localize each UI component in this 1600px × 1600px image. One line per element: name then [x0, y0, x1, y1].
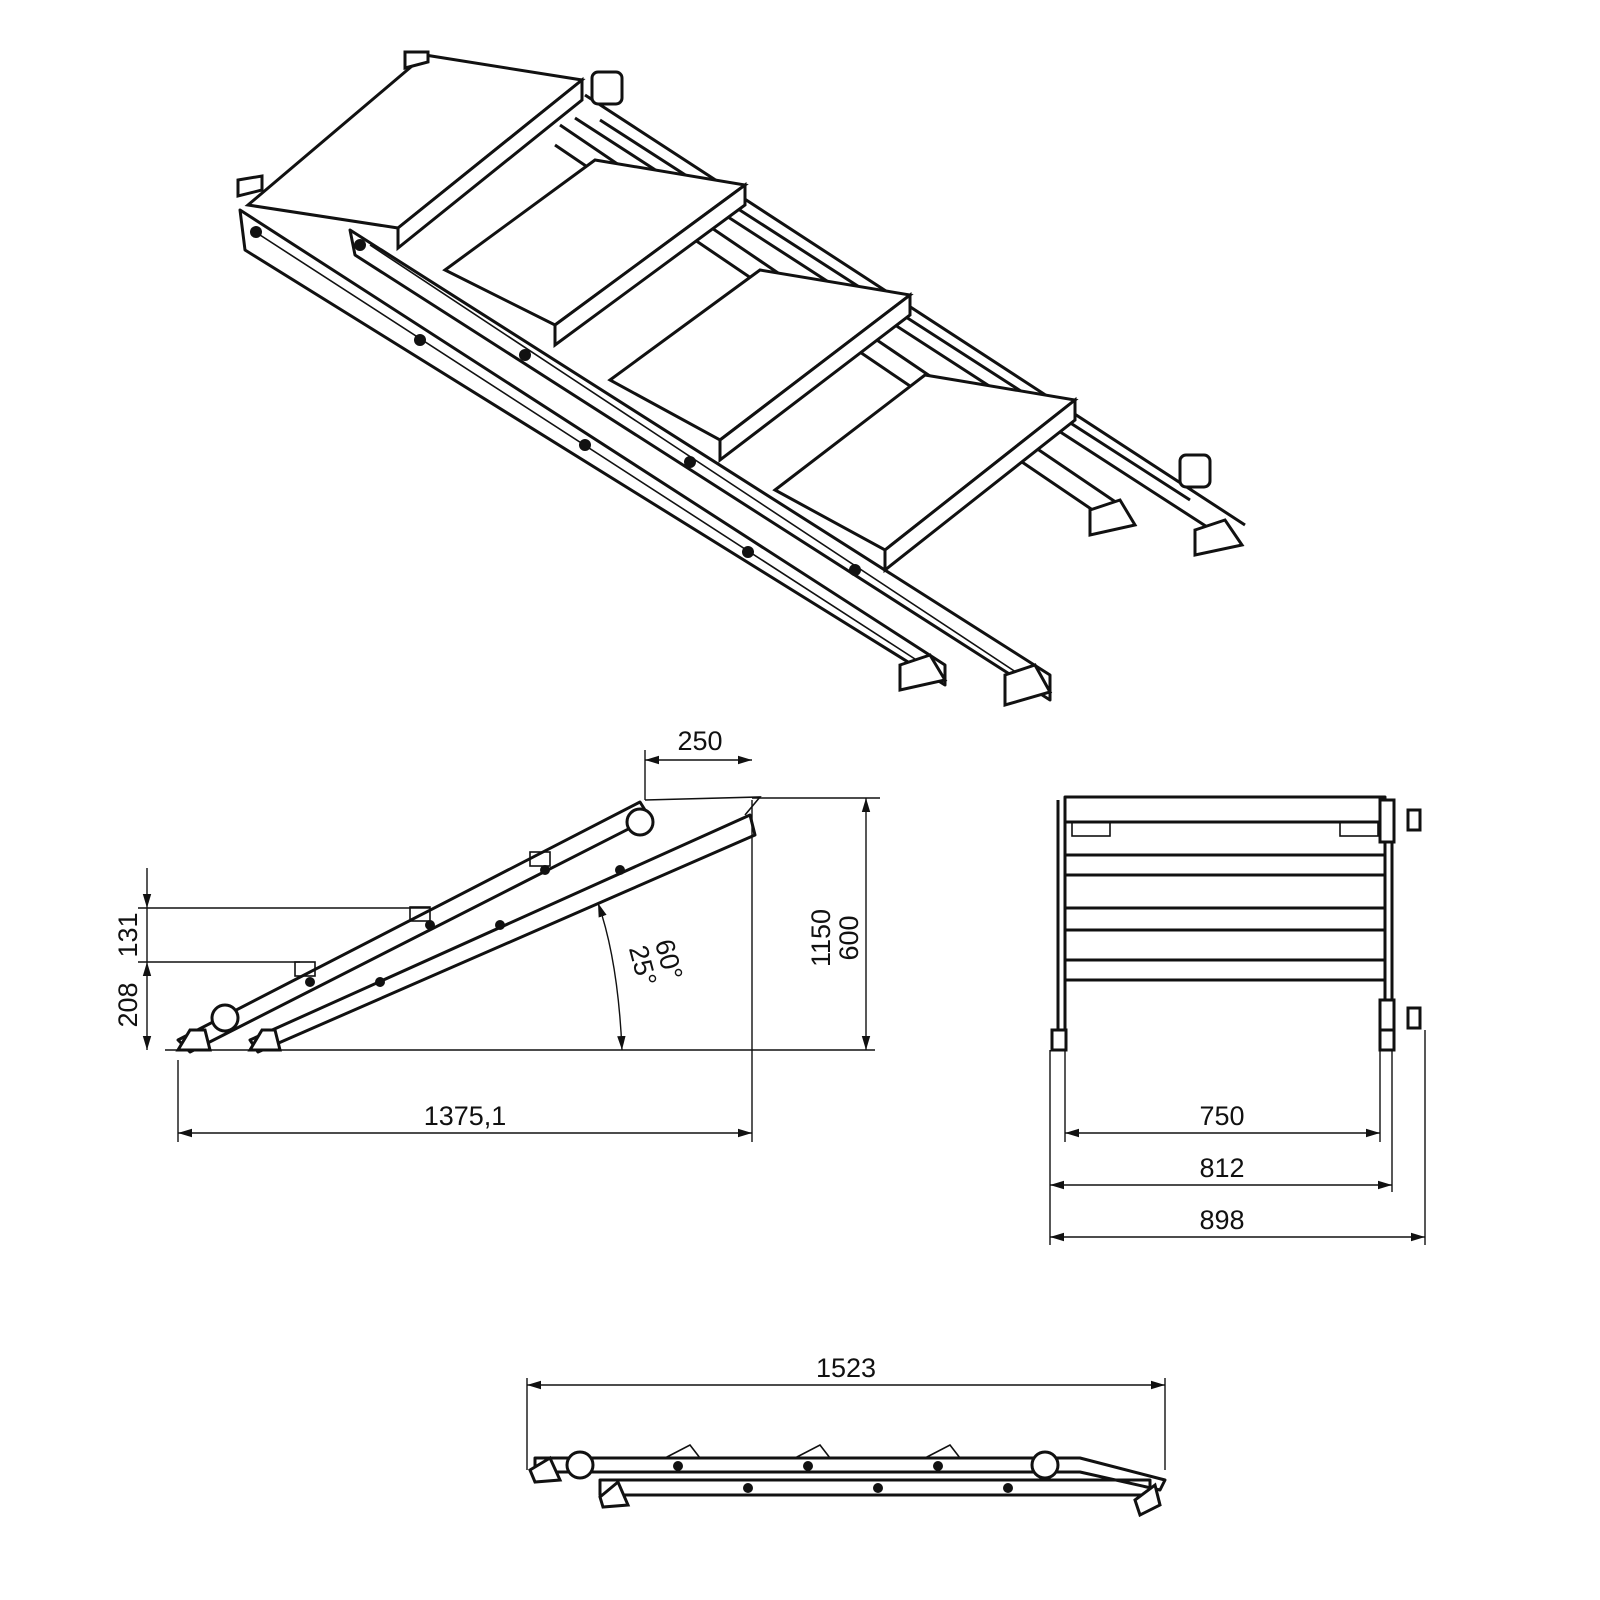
dim-frame-width: 812: [1199, 1153, 1244, 1183]
clamp-knob: [1406, 1006, 1422, 1030]
dim-min-height: 600: [834, 915, 864, 960]
foot: [175, 1028, 212, 1052]
foot: [1133, 1482, 1162, 1518]
foot: [598, 1479, 631, 1509]
clamp-knob: [565, 1450, 595, 1480]
side-rail-upper: [176, 800, 652, 1054]
foot: [1088, 498, 1138, 537]
bolts: [250, 226, 861, 576]
clamp-knob: [590, 70, 624, 106]
dim-inner-width: 750: [1199, 1101, 1244, 1131]
dim-max-height: 1150: [806, 909, 836, 967]
clamp-knob: [1178, 453, 1212, 489]
foot: [1003, 663, 1053, 707]
foot: [1193, 518, 1245, 557]
clamp: [1378, 798, 1396, 844]
front-stringer-inner: [348, 228, 1052, 702]
front-stringer-outer: [238, 208, 947, 687]
dim-folded-length: 1523: [816, 1353, 876, 1383]
dim-overall-width: 898: [1199, 1205, 1244, 1235]
clamp-knob: [1030, 1450, 1060, 1480]
foot: [528, 1455, 563, 1484]
folded-rail-upper: [533, 1456, 1167, 1492]
side-rail-lower: [248, 813, 757, 1054]
dim-length: 1375,1: [424, 1101, 507, 1131]
step-slats: [1065, 853, 1385, 982]
clamp-knob: [625, 807, 655, 837]
foot: [247, 1028, 282, 1052]
foot: [1378, 1028, 1396, 1052]
dim-step-rise: 131: [113, 912, 143, 957]
dim-first-rise: 208: [113, 982, 143, 1027]
foot: [898, 653, 948, 692]
clamp-knob: [210, 1003, 240, 1033]
dim-top-depth: 250: [677, 726, 722, 756]
folded-view: 1523: [526, 1353, 1167, 1518]
top-platform: [1063, 795, 1387, 824]
front-view: 750 812 898: [1049, 795, 1426, 1245]
isometric-view: [236, 50, 1246, 707]
foot: [1050, 1028, 1068, 1052]
clamp-knob: [1406, 808, 1422, 832]
side-view: 1375,1 250 1150 600 131 208 60° 25°: [113, 726, 880, 1142]
